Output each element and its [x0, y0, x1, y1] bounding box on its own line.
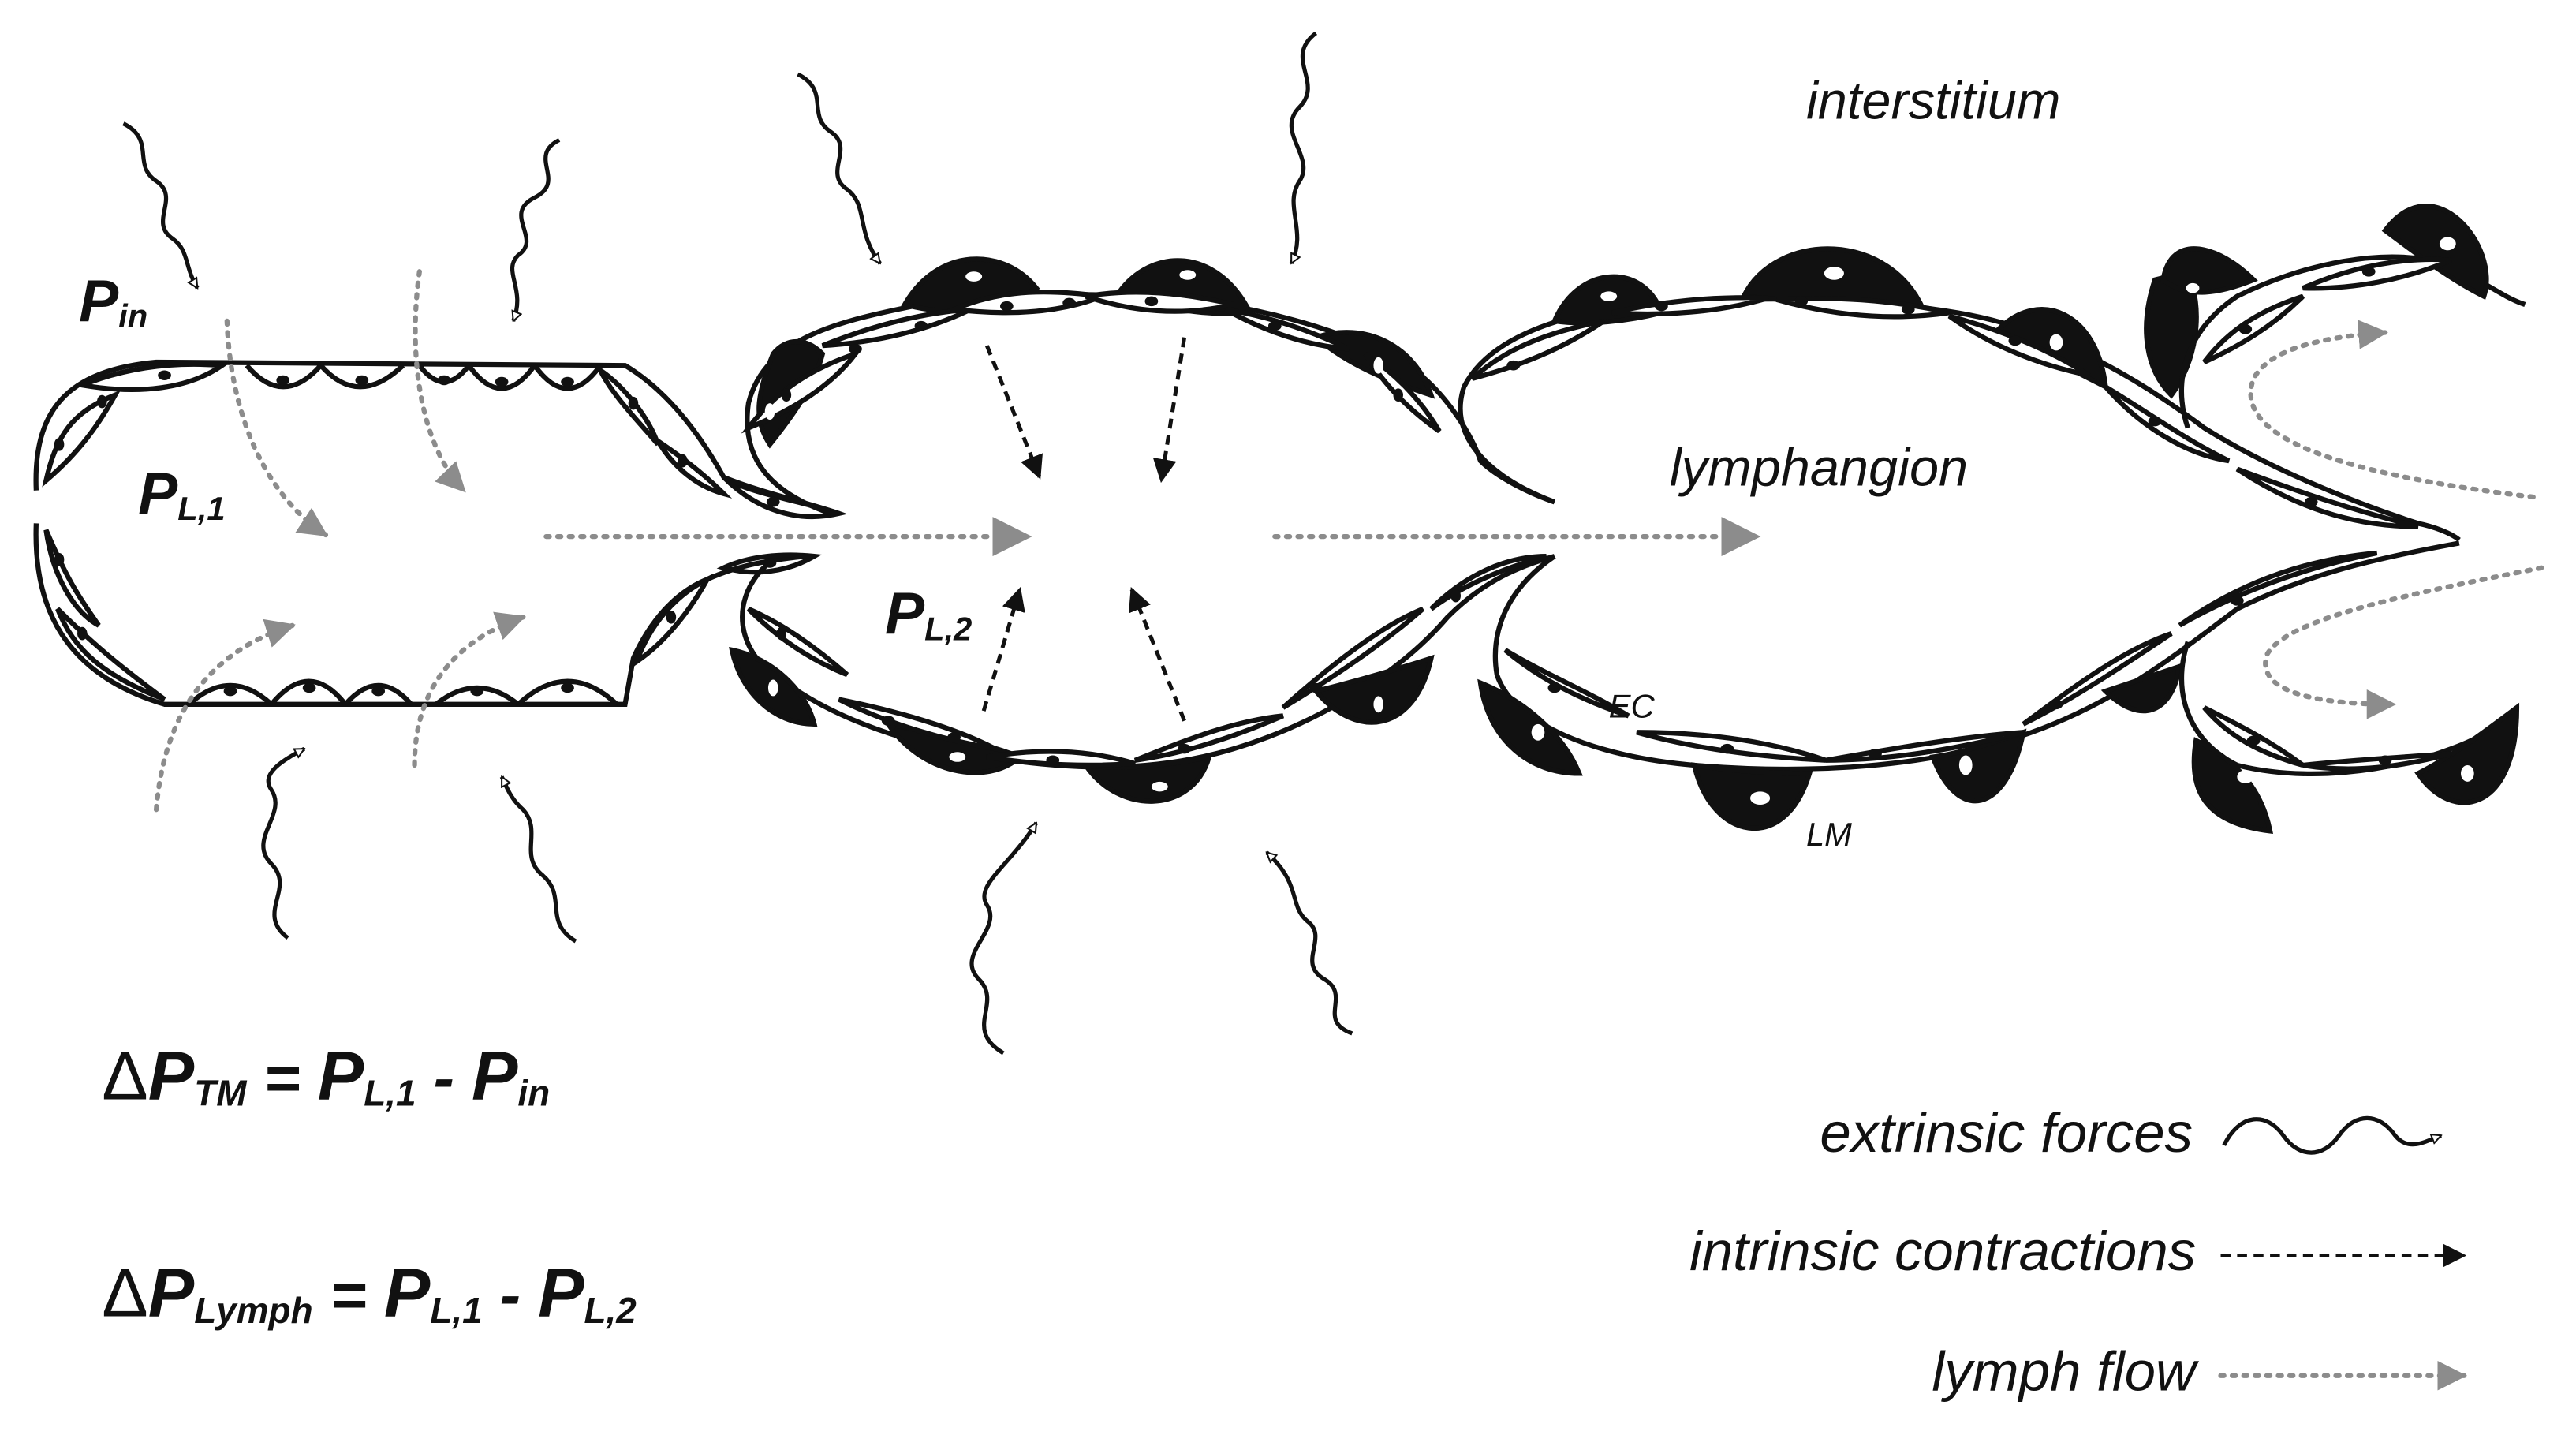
diagram-labels: interstitium lymphangion EC LM Pin PL,1 …: [79, 72, 2060, 853]
dashed-arrow-icon: [981, 586, 1025, 712]
lm-label: LM: [1806, 816, 1852, 853]
legend-extrinsic-label: extrinsic forces: [1820, 1102, 2193, 1164]
wavy-arrow-icon: [499, 777, 577, 944]
dotted-arrow-icon: [2263, 565, 2544, 719]
p-l2-label: PL,2: [885, 580, 972, 647]
dashed-arrow-icon: [1152, 337, 1187, 484]
dotted-arrow-icon: [412, 611, 526, 768]
dashed-arrow-icon: [985, 345, 1043, 480]
dotted-arrow-icon: [2248, 320, 2536, 500]
dotted-arrow-icon: [413, 269, 467, 493]
lymphangion-3-wall: [2160, 204, 2526, 835]
wavy-arrow-icon: [1265, 850, 1353, 1036]
dashed-arrow-icon: [1128, 587, 1186, 722]
p-in-label: Pin: [79, 267, 147, 334]
wavy-arrow-icon: [1289, 31, 1318, 263]
dotted-arrow-icon: [224, 318, 329, 538]
interstitium-label: interstitium: [1806, 72, 2061, 130]
lymphangion-2-wall: [1458, 246, 2461, 831]
p-l1-label: PL,1: [138, 460, 225, 527]
lymphangion-label: lymphangion: [1670, 439, 1968, 497]
dotted-arrow-icon: [154, 618, 296, 813]
wavy-arrow-icon: [2222, 1115, 2441, 1155]
wavy-arrow-icon: [510, 138, 561, 320]
equations: ΔPTM = PL,1 - Pin ΔPLymph = PL,1 - PL,2: [102, 1037, 637, 1331]
extrinsic-force-arrows: [122, 31, 1353, 1056]
wavy-arrow-icon: [122, 121, 200, 289]
initial-lymphatic-wall: [33, 359, 848, 707]
legend: extrinsic forces intrinsic contractions …: [1689, 1102, 2467, 1403]
wavy-arrow-icon: [969, 823, 1039, 1056]
equation-lymph-gradient: ΔPLymph = PL,1 - PL,2: [102, 1254, 637, 1332]
legend-intrinsic-label: intrinsic contractions: [1689, 1220, 2196, 1283]
lymphangion-1-wall: [729, 256, 1555, 804]
wavy-arrow-icon: [797, 72, 882, 263]
equation-transmural: ΔPTM = PL,1 - Pin: [102, 1037, 550, 1114]
wavy-arrow-icon: [261, 746, 304, 940]
legend-flow-label: lymph flow: [1932, 1340, 2199, 1403]
ec-label: EC: [1609, 688, 1656, 725]
intrinsic-contraction-arrows: [981, 337, 1187, 722]
lymph-flow-arrows: [154, 269, 2544, 813]
